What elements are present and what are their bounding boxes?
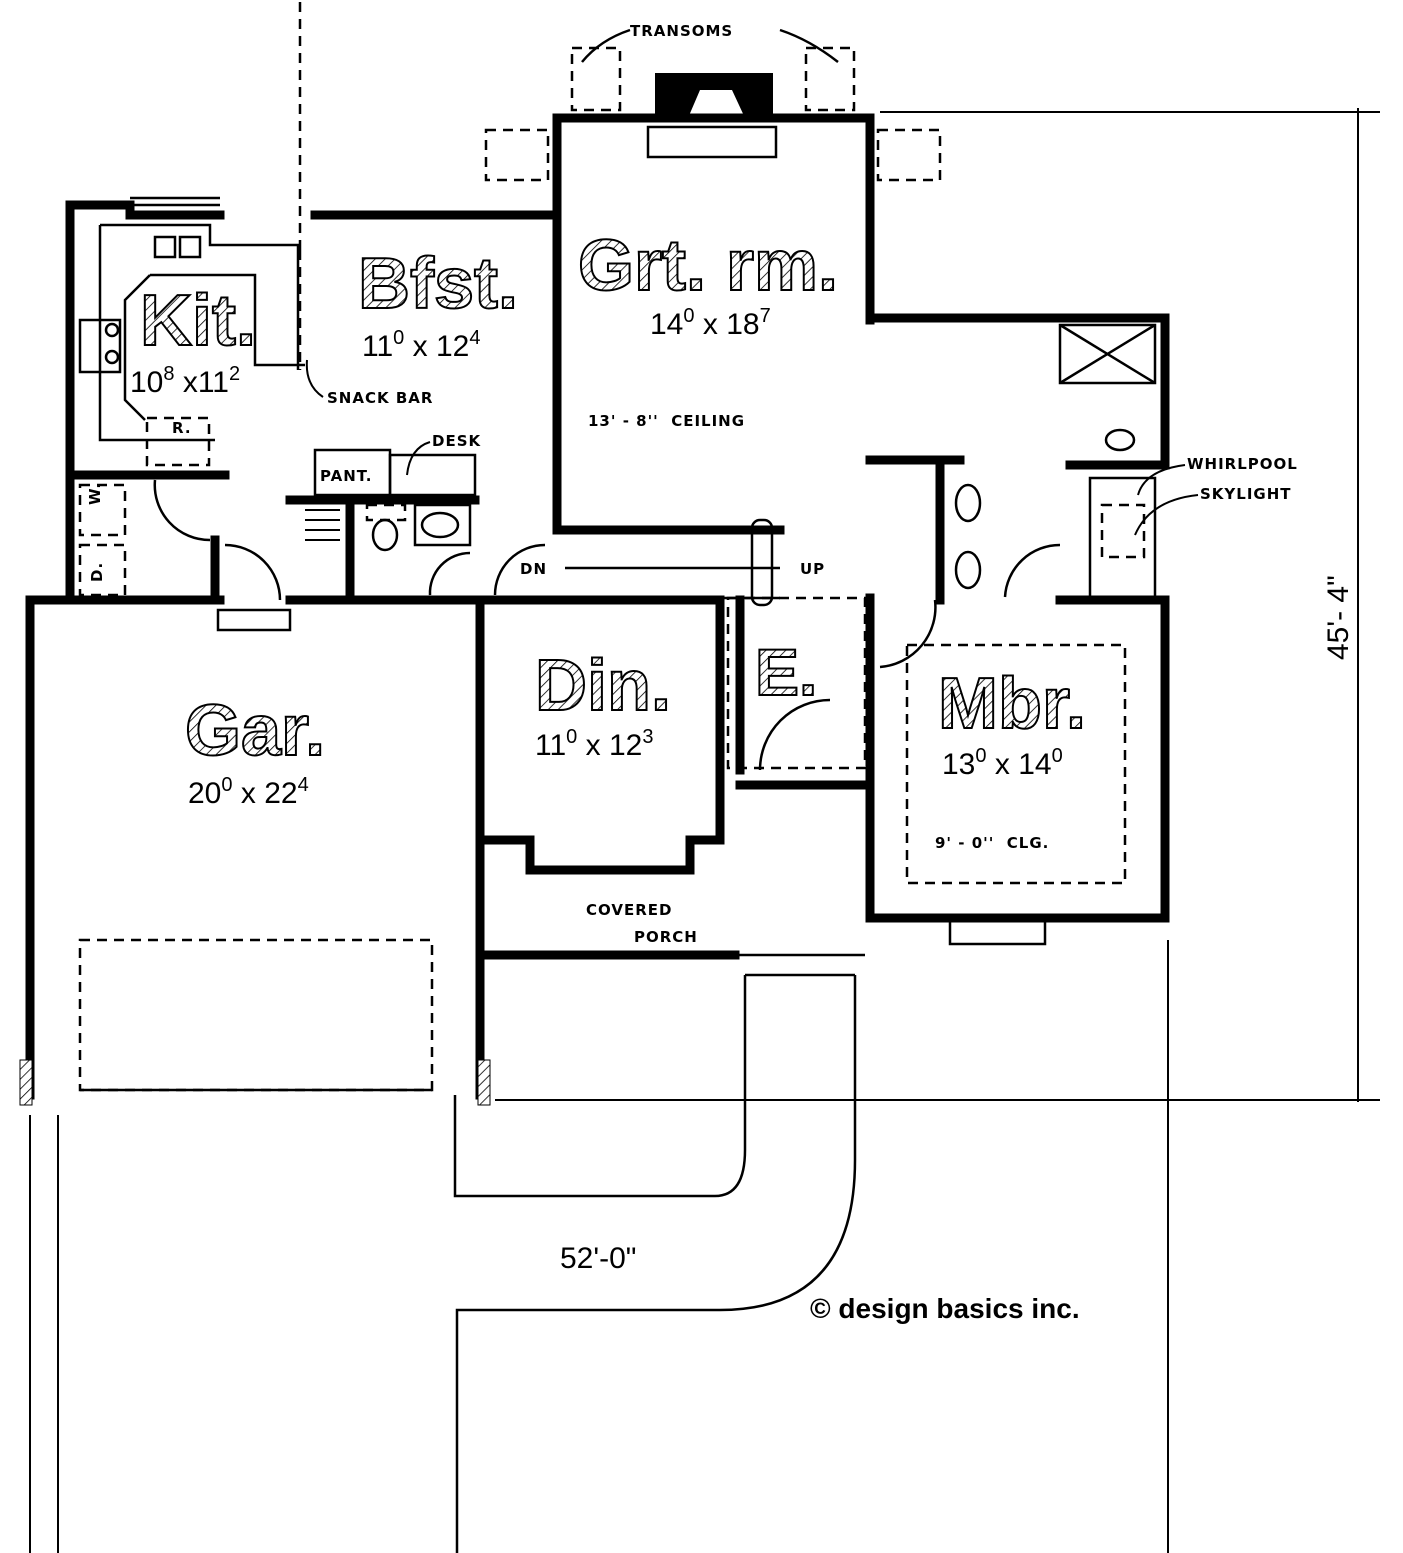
desk-leader-icon <box>406 441 431 476</box>
note-stairs-up: UP <box>800 560 825 578</box>
note-pantry: PANT. <box>320 467 372 485</box>
note-refrigerator: R. <box>172 419 192 437</box>
room-label-master-bedroom: Mbr. <box>938 664 1086 744</box>
room-label-great-room: Grt. rm. <box>578 226 838 306</box>
room-size-kitchen: 108 x112 <box>130 363 240 399</box>
transom-windows <box>484 28 942 182</box>
room-label-dining: Din. <box>535 646 671 726</box>
annotations: TRANSOMS SNACK BAR DESK PANT. R. W. D. D… <box>86 22 1298 946</box>
room-size-breakfast: 110 x 124 <box>362 327 480 363</box>
great-room-ceiling-note: 13' - 8'' CEILING <box>588 412 745 430</box>
room-breakfast: Bfst. 110 x 124 <box>357 243 519 363</box>
pantry-desk-bath <box>305 448 546 596</box>
room-size-great-room: 140 x 187 <box>650 305 771 341</box>
staircase <box>565 518 780 607</box>
master-bedroom-ceiling-note: 9' - 0'' CLG. <box>935 834 1049 852</box>
interior-walls <box>65 455 1170 605</box>
entry-tile <box>726 596 867 771</box>
note-covered-porch-line1: COVERED <box>586 901 672 919</box>
garage-door <box>19 938 491 1106</box>
note-covered-porch-line2: PORCH <box>634 928 698 946</box>
room-size-master-bedroom: 130 x 140 <box>942 745 1063 781</box>
room-label-kitchen: Kit. <box>140 281 256 361</box>
note-desk: DESK <box>432 432 482 450</box>
note-washer: W. <box>86 482 104 505</box>
dimension-lines <box>29 108 1380 1553</box>
room-label-breakfast: Bfst. <box>358 244 518 324</box>
room-kitchen: Kit. 108 x112 <box>130 280 257 399</box>
note-stairs-down: DN <box>520 560 547 578</box>
walkway <box>453 973 857 1553</box>
note-skylight: SKYLIGHT <box>1200 485 1292 503</box>
room-great-room: Grt. rm. 140 x 187 13' - 8'' CEILING <box>577 225 839 430</box>
exterior-walls <box>25 113 1170 1100</box>
room-garage: Gar. 200 x 224 <box>184 690 326 810</box>
master-bath <box>879 323 1157 885</box>
kitchen-counters <box>78 0 305 601</box>
room-dining: Din. 110 x 123 <box>534 645 672 762</box>
note-whirlpool: WHIRLPOOL <box>1187 455 1298 473</box>
room-master-bedroom: Mbr. 130 x 140 9' - 0'' CLG. <box>935 663 1087 852</box>
room-size-dining: 110 x 123 <box>535 726 653 762</box>
note-dryer: D. <box>88 562 106 582</box>
room-label-entry: E. <box>755 635 817 709</box>
copyright-notice: © design basics inc. <box>810 1293 1080 1324</box>
snack-bar-leader-icon <box>305 359 324 398</box>
room-size-garage: 200 x 224 <box>188 774 309 810</box>
room-entry: E. <box>754 634 818 710</box>
whirlpool-leader-icon <box>1137 464 1186 496</box>
note-snack-bar: SNACK BAR <box>327 389 433 407</box>
overall-depth-dimension: 45'- 4" <box>1322 575 1355 660</box>
overall-width-dimension: 52'-0" <box>560 1242 636 1275</box>
skylight-leader-icon <box>1134 494 1199 536</box>
note-transoms: TRANSOMS <box>630 22 733 40</box>
room-label-garage: Gar. <box>185 691 325 771</box>
fireplace <box>646 73 778 159</box>
